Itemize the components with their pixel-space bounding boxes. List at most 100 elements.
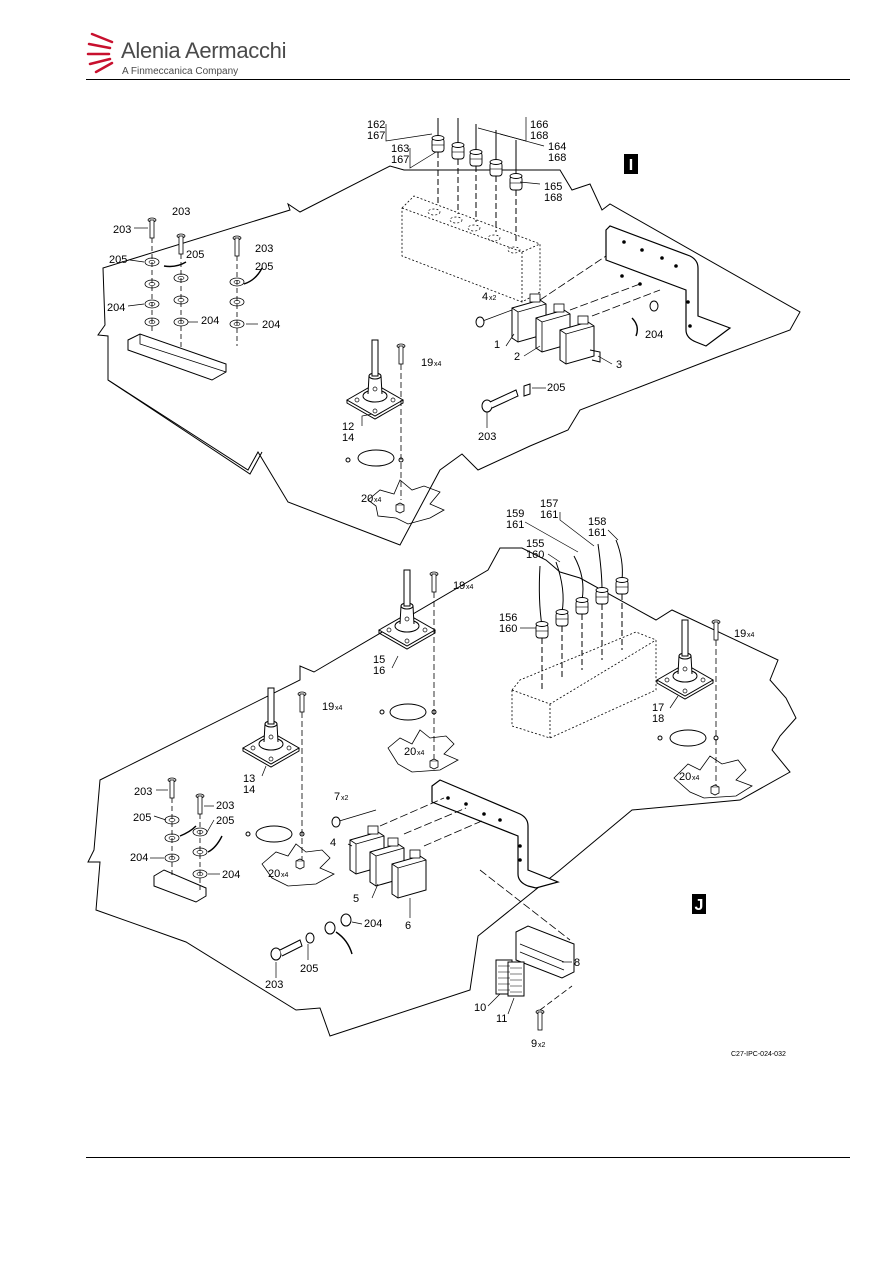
svg-text:J: J — [695, 897, 704, 914]
callout-204-b: 204 — [201, 315, 219, 327]
callout-162: 162 — [367, 119, 385, 131]
callout-14-a: 14 — [342, 432, 354, 444]
svg-text:I: I — [629, 157, 633, 174]
callout-161-c: 161 — [588, 527, 606, 539]
header-rule — [86, 79, 850, 80]
callout-17: 17 — [652, 702, 664, 714]
callout-159: 159 — [506, 508, 524, 520]
callout-160-b: 160 — [499, 623, 517, 635]
callout-18: 18 — [652, 713, 664, 725]
footer-rule — [86, 1157, 850, 1158]
callout-204-d: 204 — [645, 329, 663, 341]
terminal-block — [495, 925, 575, 1031]
standoff-assembly-i — [127, 217, 263, 381]
callout-205-a: 205 — [109, 254, 127, 266]
callout-2: 2 — [514, 351, 520, 363]
svg-text:x4: x4 — [374, 497, 382, 504]
joystick-j-right — [656, 619, 753, 799]
callout-203-f: 203 — [216, 800, 234, 812]
standoff-assembly-j — [153, 777, 223, 903]
mounting-bracket-i — [605, 225, 732, 347]
callout-12: 12 — [342, 421, 354, 433]
callout-155: 155 — [526, 538, 544, 550]
callout-10: 10 — [474, 1002, 486, 1014]
callout-14-b: 14 — [243, 784, 255, 796]
svg-text:x4: x4 — [281, 872, 289, 879]
callout-167b: 167 — [391, 154, 409, 166]
drawing-code: C27-IPC-024-032 — [731, 1051, 786, 1058]
callout-labels: 162 167 163 167 166 168 164 168 165 168 … — [107, 119, 786, 1058]
company-subtitle: A Finmeccanica Company — [122, 66, 239, 77]
svg-text:x4: x4 — [466, 584, 474, 591]
callout-7: 7 — [334, 791, 340, 803]
svg-text:x4: x4 — [434, 361, 442, 368]
callout-15: 15 — [373, 654, 385, 666]
callout-204-f: 204 — [222, 869, 240, 881]
view-j-tag: J — [692, 894, 706, 914]
logo-emblem-icon — [86, 32, 114, 74]
callout-204-a: 204 — [107, 302, 125, 314]
callout-203-d: 203 — [478, 431, 496, 443]
callout-166: 166 — [530, 119, 548, 131]
callout-1: 1 — [494, 339, 500, 351]
callout-203-c: 203 — [255, 243, 273, 255]
callout-161-a: 161 — [540, 509, 558, 521]
grommets-i — [431, 118, 523, 244]
callout-156: 156 — [499, 612, 517, 624]
mounting-bracket-j — [431, 779, 560, 889]
callout-6: 6 — [405, 920, 411, 932]
callout-205-f: 205 — [216, 815, 234, 827]
callout-205-g: 205 — [300, 963, 318, 975]
callout-168c: 168 — [544, 192, 562, 204]
callout-5: 5 — [353, 893, 359, 905]
callout-20-c: 20 — [679, 771, 691, 783]
callout-9: 9 — [531, 1038, 537, 1050]
callout-203-g: 203 — [265, 979, 283, 991]
bolt-203-j — [270, 913, 353, 961]
joystick-j-left — [242, 687, 335, 887]
svg-text:x2: x2 — [489, 295, 497, 302]
callout-16: 16 — [373, 665, 385, 677]
callout-158: 158 — [588, 516, 606, 528]
callout-19-d: 19 — [322, 701, 334, 713]
callout-19-a: 19 — [421, 357, 433, 369]
joystick-i — [345, 339, 445, 525]
callout-3: 3 — [616, 359, 622, 371]
callout-204-e: 204 — [130, 852, 148, 864]
callout-203-b: 203 — [172, 206, 190, 218]
callout-165: 165 — [544, 181, 562, 193]
relays-i — [475, 255, 661, 365]
connector-block-j — [511, 631, 657, 739]
svg-text:x4: x4 — [335, 705, 343, 712]
callout-13: 13 — [243, 773, 255, 785]
callout-4-b: 4 — [330, 837, 336, 849]
svg-text:x4: x4 — [692, 775, 700, 782]
callout-205-e: 205 — [133, 812, 151, 824]
callout-205-c: 205 — [255, 261, 273, 273]
company-name: Alenia Aermacchi — [121, 38, 287, 63]
view-i-tag: I — [624, 154, 638, 174]
grommets-j — [535, 539, 629, 690]
view-j-panel — [87, 547, 797, 1037]
callout-168: 168 — [530, 130, 548, 142]
svg-text:x2: x2 — [341, 795, 349, 802]
leader-lines — [127, 117, 679, 1015]
callout-20-d: 20 — [268, 868, 280, 880]
company-logo — [86, 26, 286, 80]
callout-20-b: 20 — [404, 746, 416, 758]
callout-163: 163 — [391, 143, 409, 155]
callout-205-b: 205 — [186, 249, 204, 261]
callout-204-c: 204 — [262, 319, 280, 331]
callout-164: 164 — [548, 141, 566, 153]
joystick-j-center — [378, 569, 459, 773]
callout-161-b: 161 — [506, 519, 524, 531]
callout-20-a: 20 — [361, 493, 373, 505]
callout-4: 4 — [482, 291, 488, 303]
bolt-203-i — [481, 383, 531, 413]
relays-j — [331, 797, 571, 941]
callout-19-c: 19 — [734, 628, 746, 640]
callout-167: 167 — [367, 130, 385, 142]
callout-204-g: 204 — [364, 918, 382, 930]
callout-203-e: 203 — [134, 786, 152, 798]
